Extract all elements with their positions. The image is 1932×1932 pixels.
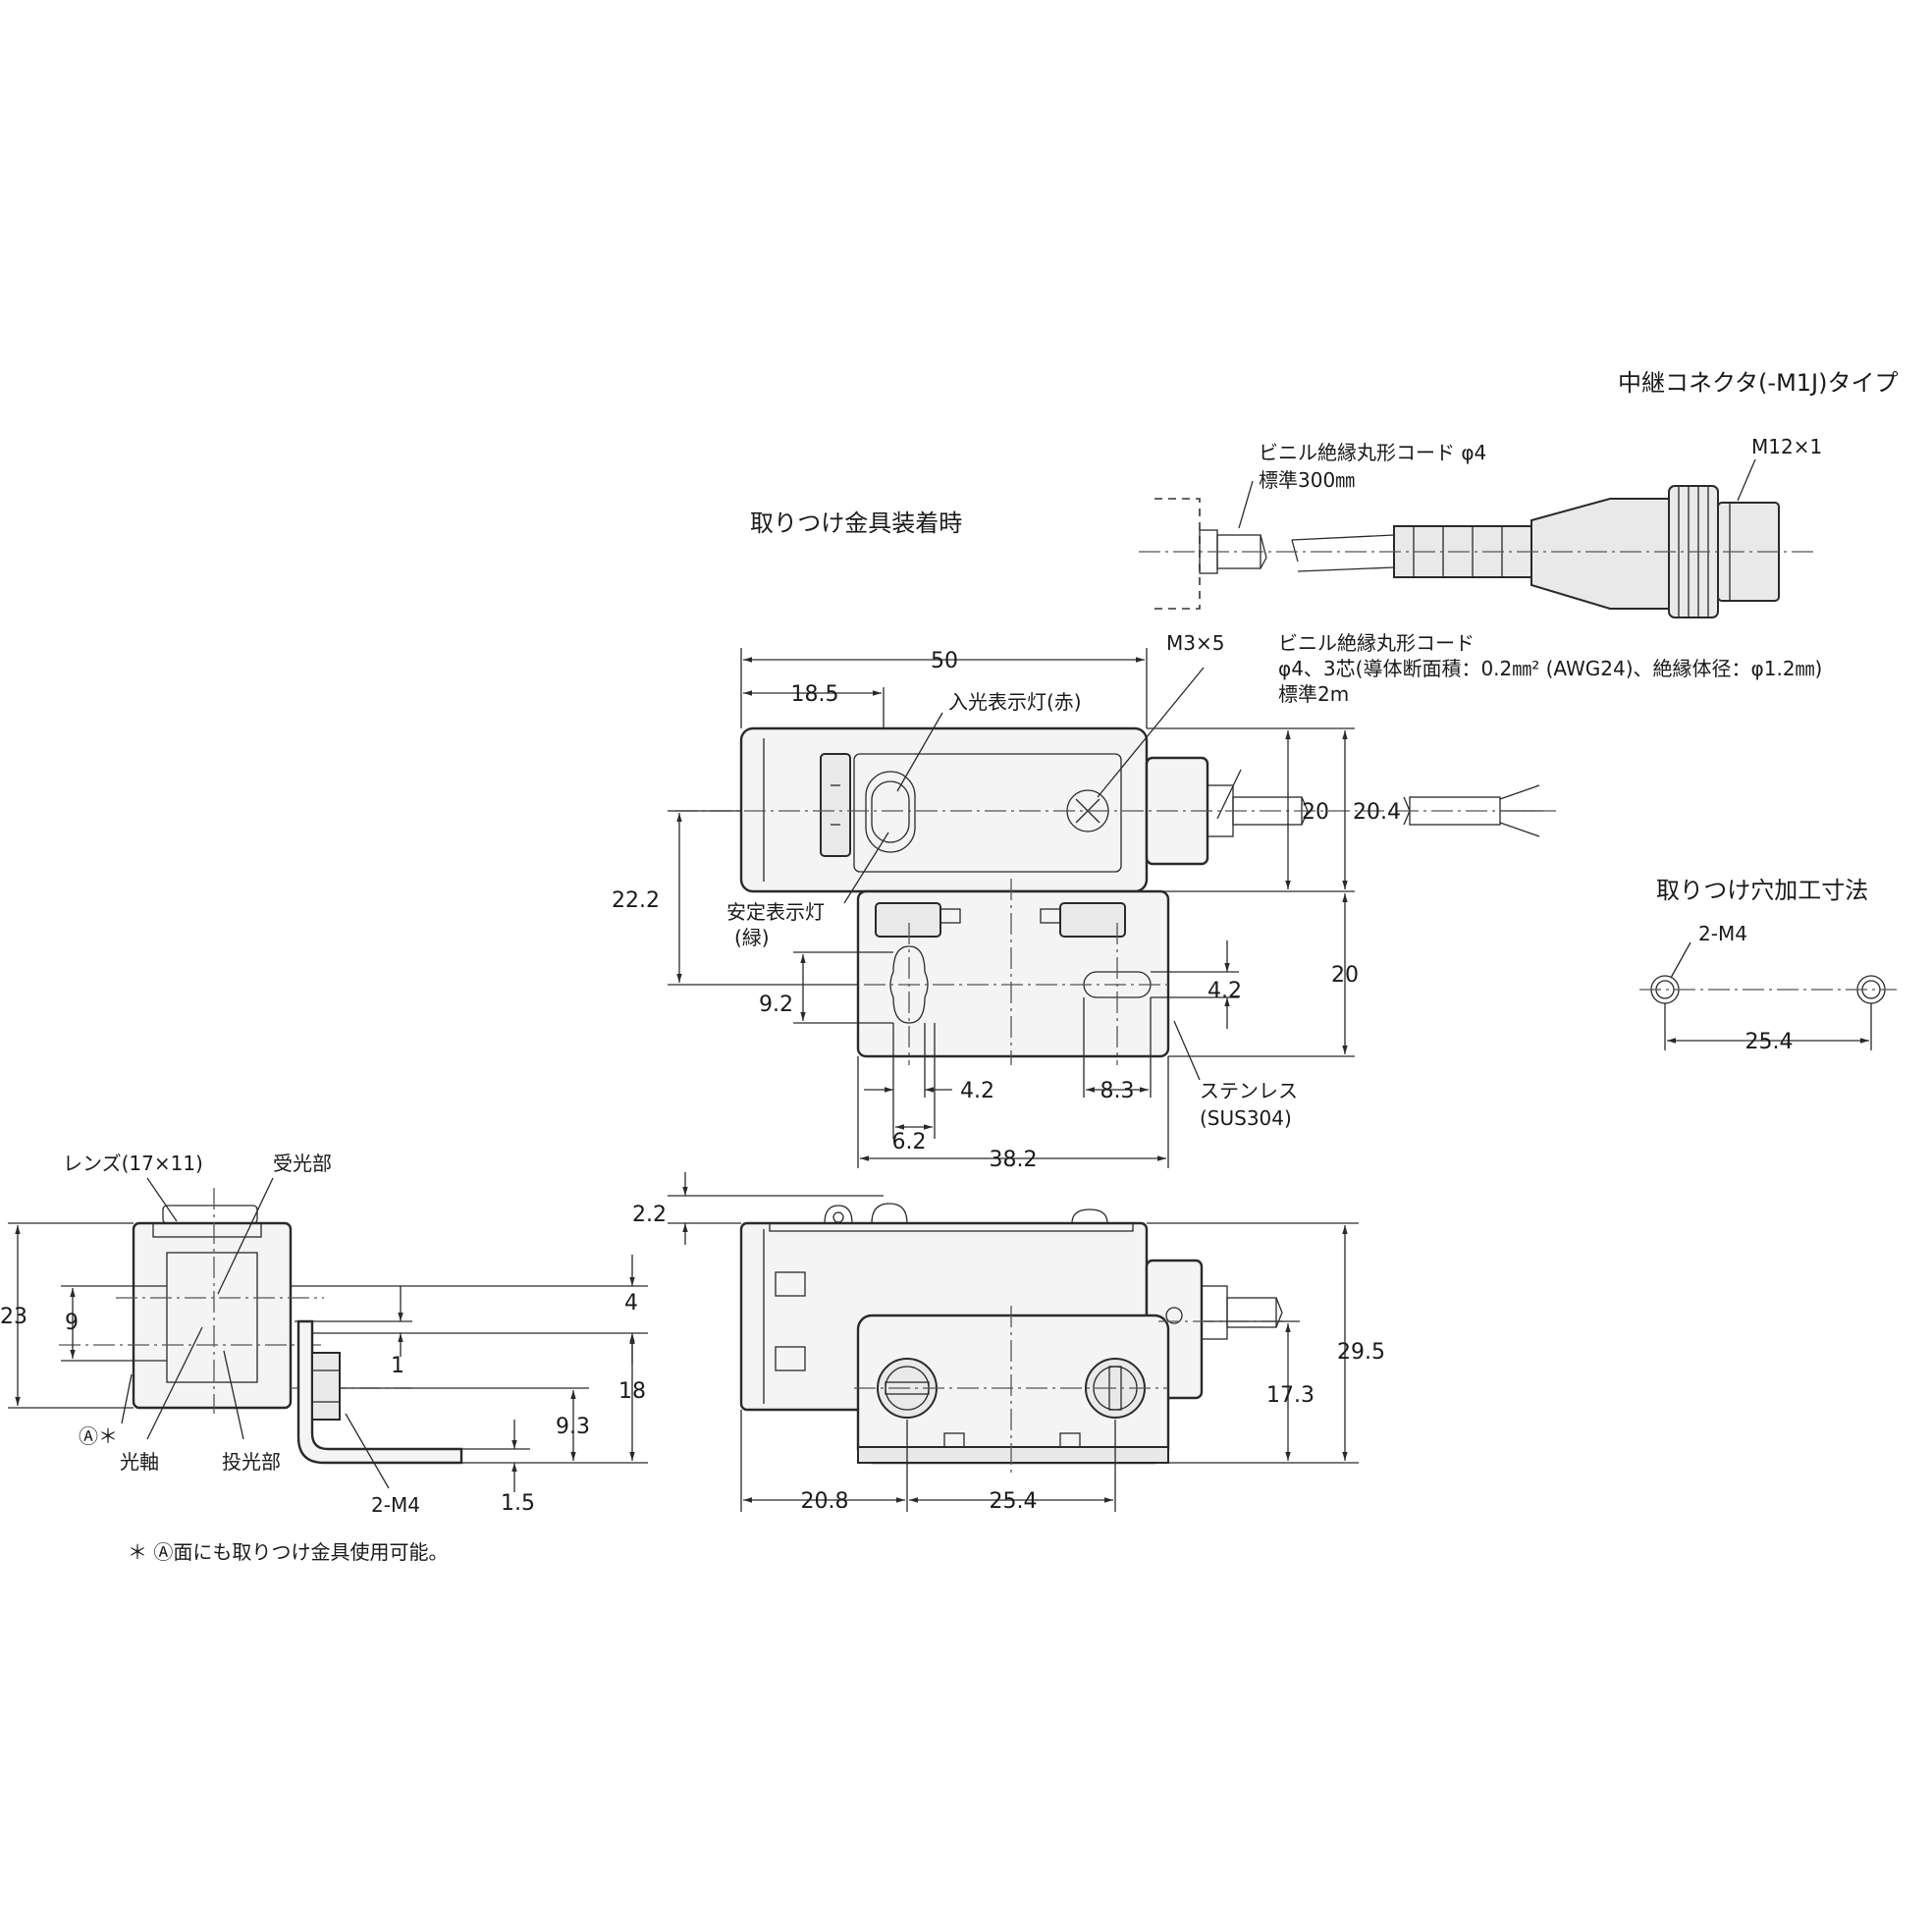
label-cord-spec: ビニル絶縁丸形コード (1278, 631, 1475, 655)
dim-width-50: 50 (931, 649, 958, 673)
sensor-cover-hinge (820, 753, 851, 857)
dim-2-2: 2.2 (632, 1203, 667, 1227)
bottom-port-1 (775, 1271, 806, 1297)
dim-8-3: 8.3 (1100, 1079, 1135, 1103)
keyhole-slot (889, 945, 929, 1024)
label-screw-m3: M3×5 (1166, 631, 1224, 655)
side-body (132, 1221, 293, 1410)
bottom-hinge (824, 1205, 853, 1224)
connector-housing (1530, 498, 1670, 610)
bottom-bracket-flange (857, 1446, 1169, 1464)
dim-side-1: 1 (391, 1354, 404, 1378)
label-stainless: ステンレス (1200, 1079, 1298, 1102)
heading-with-bracket: 取りつけ金具装着時 (750, 510, 962, 537)
side-lens (166, 1252, 258, 1383)
dim-20-4: 20.4 (1353, 800, 1401, 825)
dim-22-2: 22.2 (612, 888, 660, 913)
dim-side-1-5: 1.5 (501, 1491, 535, 1516)
dim-4-2: 4.2 (960, 1079, 994, 1103)
footnote: ＊ Ⓐ面にも取りつけ金具使用可能。 (128, 1540, 449, 1564)
hole-view: 25.4 2-M4 (1639, 922, 1897, 1054)
connector-body-outline (1154, 498, 1201, 610)
dim-20: 20 (1302, 800, 1329, 825)
dim-side-23: 23 (0, 1305, 27, 1329)
dim-17-3: 17.3 (1266, 1383, 1315, 1408)
dim-29-5: 29.5 (1337, 1340, 1385, 1365)
dim-side-4: 4 (624, 1291, 638, 1315)
sensor-body (739, 726, 1149, 893)
connector-cord-length: 標準300㎜ (1259, 468, 1355, 492)
label-bracket-screw: 2-M4 (371, 1493, 420, 1517)
label-face-a: Ⓐ＊ (79, 1424, 118, 1448)
side-view: 23 9 4 1 18 9.3 1.5 レンズ(17×11) 受光部 光軸 投光… (0, 1152, 648, 1517)
label-receiver: 受光部 (273, 1152, 332, 1175)
dim-20-8: 20.8 (801, 1489, 849, 1514)
connector-view: ビニル絶縁丸形コード φ4 標準300㎜ M12×1 (1139, 435, 1822, 618)
bottom-indicator (871, 1203, 908, 1224)
dim-side-18: 18 (618, 1379, 646, 1404)
indicator-lens (865, 771, 916, 853)
dim-side-9: 9 (65, 1311, 79, 1335)
side-nut (311, 1352, 341, 1421)
dim-38-2: 38.2 (990, 1148, 1038, 1172)
label-stainless-grade: (SUS304) (1200, 1106, 1292, 1130)
label-emitter: 投光部 (222, 1450, 281, 1474)
label-light-indicator: 入光表示灯(赤) (948, 690, 1082, 714)
dim-18-5: 18.5 (791, 682, 839, 707)
bottom-screw-head (1071, 1208, 1108, 1224)
heading-hole-machining: 取りつけ穴加工寸法 (1656, 877, 1868, 904)
sensor-display-window (853, 753, 1122, 873)
bottom-view: 2.2 29.5 17.3 20.8 25.4 (632, 1172, 1385, 1514)
dim-hole-25-4: 25.4 (1745, 1030, 1794, 1054)
dim-bracket-20: 20 (1331, 963, 1359, 988)
dim-6-2: 6.2 (892, 1130, 927, 1154)
heading-connector-type: 中継コネクタ(-M1J)タイプ (1618, 369, 1898, 397)
label-cord-detail: φ4、3芯(導体断面積：0.2㎜² (AWG24)、絶縁体径：φ1.2㎜) (1278, 657, 1822, 680)
label-stability-indicator: 安定表示灯 (726, 900, 825, 924)
label-optical-axis: 光軸 (120, 1450, 159, 1474)
dim-side-9-3: 9.3 (556, 1415, 590, 1439)
dim-9-2: 9.2 (759, 993, 793, 1017)
label-stability-indicator-color: (緑) (734, 926, 770, 949)
label-hole-thread: 2-M4 (1698, 922, 1747, 945)
bottom-port-2 (775, 1346, 806, 1371)
connector-cord-spec: ビニル絶縁丸形コード φ4 (1259, 441, 1486, 464)
dim-slot-4-2: 4.2 (1208, 979, 1242, 1003)
label-cord-length: 標準2m (1278, 682, 1349, 706)
connector-thread-label: M12×1 (1751, 435, 1822, 458)
dim-25-4: 25.4 (990, 1489, 1038, 1514)
label-lens: レンズ(17×11) (63, 1152, 203, 1175)
front-view: 50 18.5 (612, 631, 1822, 1172)
